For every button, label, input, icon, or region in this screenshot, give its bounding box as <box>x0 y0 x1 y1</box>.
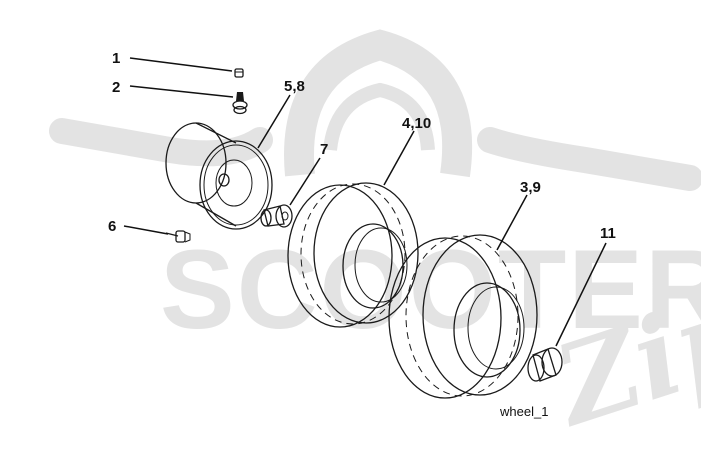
watermark: SCOOTER Zip <box>49 29 701 452</box>
leader-1 <box>129 57 233 72</box>
hub-cap-icon <box>527 347 563 382</box>
callout-1: 1 <box>112 50 120 67</box>
callout-5-8: 5,8 <box>284 78 305 95</box>
leader-4-10 <box>383 130 415 186</box>
callout-labels: 1 2 5,8 4,10 7 3,9 6 11 <box>108 50 616 242</box>
valve-stem-icon <box>232 92 248 115</box>
wheel-rim-icon <box>165 122 273 230</box>
leader-2 <box>129 85 234 98</box>
bushing-icon <box>260 204 293 228</box>
diagram-caption: wheel_1 <box>499 404 548 419</box>
leader-3-9 <box>496 194 528 251</box>
callout-6: 6 <box>108 218 116 235</box>
valve-cap-icon <box>234 68 244 78</box>
callout-7: 7 <box>320 141 328 158</box>
watermark-text: SCOOTER <box>160 227 701 352</box>
inner-tube-icon <box>388 234 538 399</box>
callout-11: 11 <box>600 225 616 242</box>
callout-2: 2 <box>112 79 120 96</box>
leader-11 <box>555 242 607 347</box>
watermark-scooter-icon <box>49 29 701 191</box>
leader-5-8 <box>257 94 291 149</box>
callout-3-9: 3,9 <box>520 179 541 196</box>
callout-4-10: 4,10 <box>402 115 431 132</box>
leader-lines <box>123 57 607 347</box>
leader-6 <box>123 225 169 235</box>
tire-icon <box>287 182 419 328</box>
leader-7 <box>289 157 321 206</box>
